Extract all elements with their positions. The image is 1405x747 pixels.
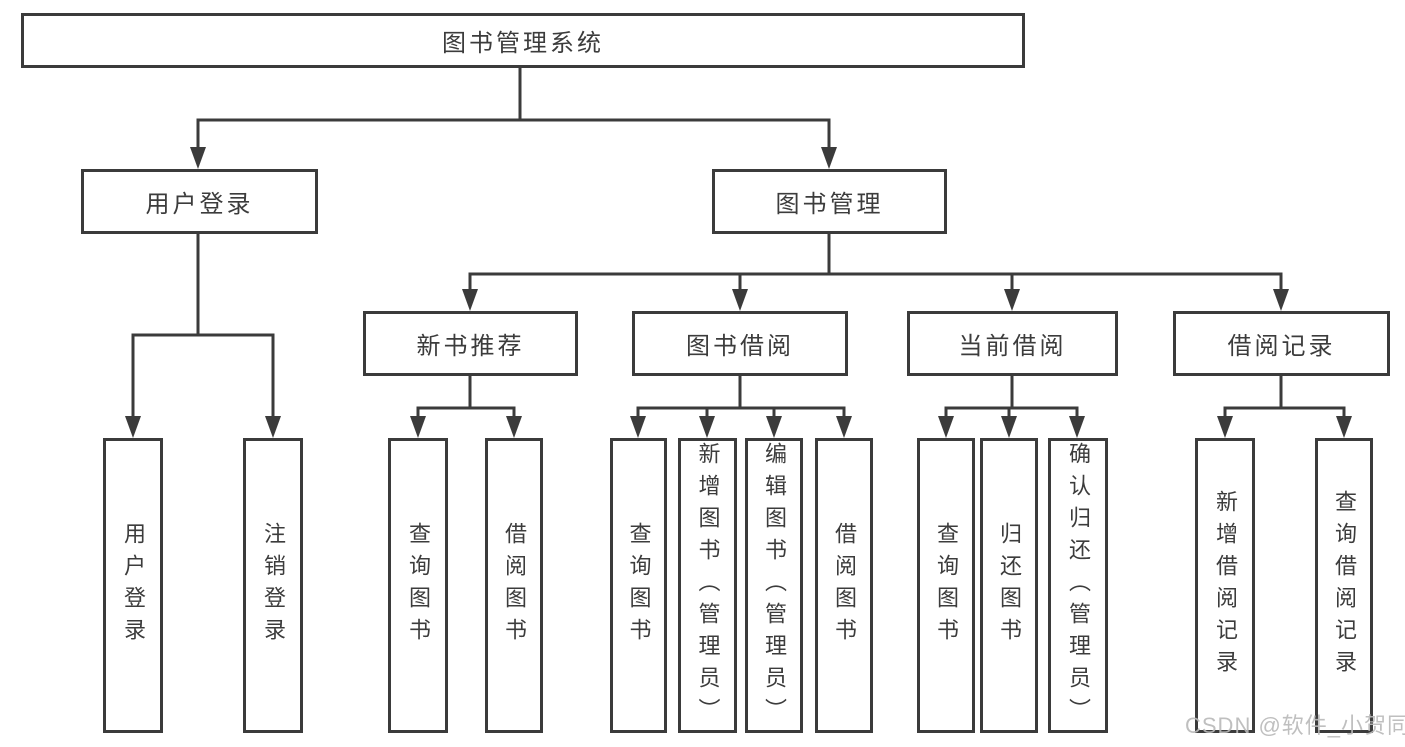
arrowhead-icon bbox=[125, 416, 141, 438]
node-bw-borrow: 借阅图书 bbox=[815, 438, 873, 733]
node-book-borrow: 图书借阅 bbox=[632, 311, 848, 376]
arrowhead-icon bbox=[1217, 416, 1233, 438]
node-label: 查询图书 bbox=[626, 521, 652, 650]
arrowhead-icon bbox=[766, 416, 782, 438]
arrowhead-icon bbox=[506, 416, 522, 438]
arrowhead-icon bbox=[1273, 289, 1289, 311]
arrowhead-icon bbox=[1004, 289, 1020, 311]
arrowhead-icon bbox=[410, 416, 426, 438]
node-rec-add: 新增借阅记录 bbox=[1195, 438, 1255, 733]
node-cur-return: 归还图书 bbox=[980, 438, 1038, 733]
node-label: 查询借阅记录 bbox=[1332, 489, 1357, 682]
node-bw-query: 查询图书 bbox=[610, 438, 667, 733]
node-label: 查询图书 bbox=[406, 521, 431, 650]
node-label: 用户登录 bbox=[121, 521, 146, 650]
node-label: 借阅记录 bbox=[1227, 333, 1336, 360]
arrowhead-icon bbox=[732, 289, 748, 311]
node-root: 图书管理系统 bbox=[21, 13, 1025, 68]
arrowhead-icon bbox=[630, 416, 646, 438]
node-bw-edit: 编辑图书（管理员） bbox=[745, 438, 803, 733]
node-new-books: 新书推荐 bbox=[363, 311, 578, 376]
arrowhead-icon bbox=[1336, 416, 1352, 438]
node-label: 新增图书（管理员） bbox=[695, 441, 721, 730]
node-label: 编辑图书（管理员） bbox=[762, 441, 787, 730]
node-borrow-records: 借阅记录 bbox=[1173, 311, 1390, 376]
node-label: 图书管理系统 bbox=[442, 30, 604, 57]
watermark: CSDN @软件_小贺同学 bbox=[1185, 713, 1405, 738]
node-cur-query: 查询图书 bbox=[917, 438, 975, 733]
node-label: 新书推荐 bbox=[416, 333, 525, 360]
node-book-mgmt: 图书管理 bbox=[712, 169, 947, 234]
node-current-borrow: 当前借阅 bbox=[907, 311, 1118, 376]
node-nb-query: 查询图书 bbox=[388, 438, 448, 733]
node-rec-query: 查询借阅记录 bbox=[1315, 438, 1373, 733]
node-label: 借阅图书 bbox=[502, 521, 527, 650]
node-cur-confirm: 确认归还（管理员） bbox=[1048, 438, 1108, 733]
arrowhead-icon bbox=[699, 416, 715, 438]
node-logout: 注销登录 bbox=[243, 438, 303, 733]
node-label: 图书借阅 bbox=[686, 333, 794, 360]
node-label: 确认归还（管理员） bbox=[1066, 441, 1091, 730]
arrowhead-icon bbox=[190, 147, 206, 169]
arrowhead-icon bbox=[821, 147, 837, 169]
node-label: 借阅图书 bbox=[832, 521, 857, 650]
node-label: 归还图书 bbox=[997, 521, 1022, 650]
arrowhead-icon bbox=[1069, 416, 1085, 438]
arrowhead-icon bbox=[836, 416, 852, 438]
arrowhead-icon bbox=[938, 416, 954, 438]
node-label: 图书管理 bbox=[775, 191, 884, 218]
node-user-login: 用户登录 bbox=[81, 169, 318, 234]
arrowhead-icon bbox=[462, 289, 478, 311]
node-bw-add: 新增图书（管理员） bbox=[678, 438, 737, 733]
node-label: 注销登录 bbox=[261, 521, 286, 650]
node-login: 用户登录 bbox=[103, 438, 163, 733]
arrowhead-icon bbox=[1001, 416, 1017, 438]
node-label: 新增借阅记录 bbox=[1213, 489, 1238, 682]
node-label: 当前借阅 bbox=[958, 333, 1067, 360]
node-nb-borrow: 借阅图书 bbox=[485, 438, 543, 733]
node-label: 查询图书 bbox=[934, 521, 959, 650]
arrowhead-icon bbox=[265, 416, 281, 438]
node-label: 用户登录 bbox=[145, 191, 254, 218]
